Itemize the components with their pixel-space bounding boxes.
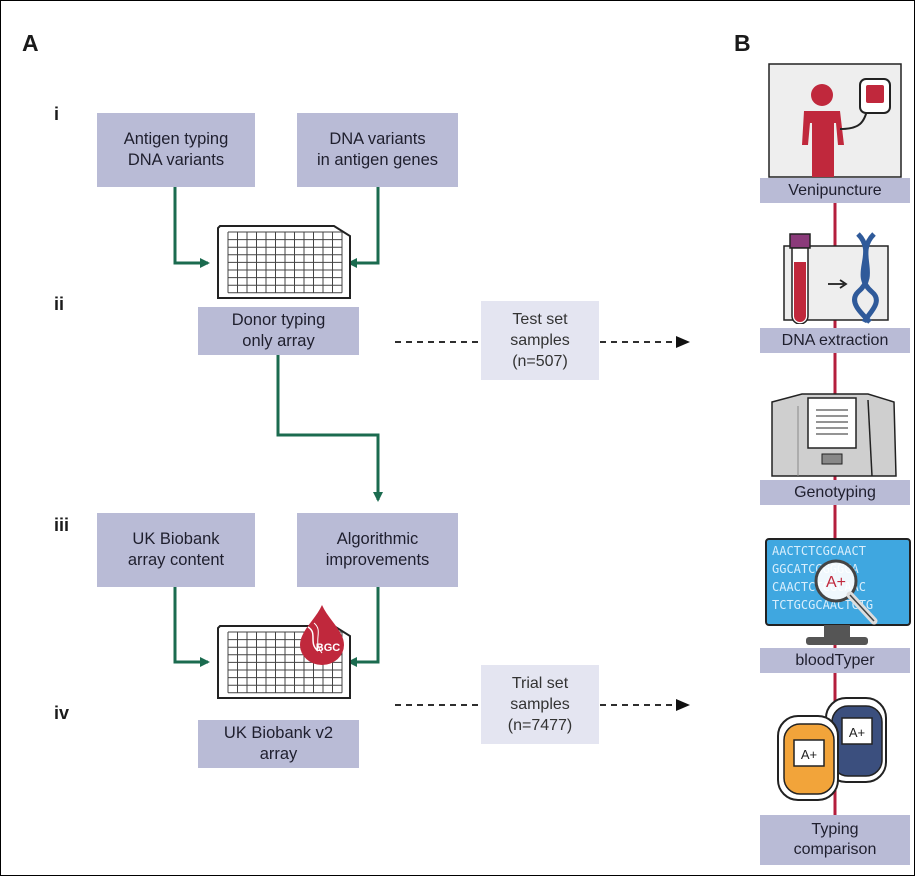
test-set-samples-box: Test set samples (n=507) (481, 301, 599, 380)
uk-biobank-v2-box: UK Biobank v2 array (198, 720, 359, 768)
bgc-logo-text: BGC (316, 642, 341, 654)
bgc-logo-icon: BGC (300, 605, 344, 665)
sequence-line: AACTCTCGCAACT (772, 544, 866, 558)
uk-biobank-content-box: UK Biobank array content (97, 513, 255, 587)
algorithmic-improvements-box: Algorithmic improvements (297, 513, 458, 587)
venipuncture-icon (768, 63, 902, 178)
venipuncture-label: Venipuncture (760, 178, 910, 203)
trial-set-samples-box: Trial set samples (n=7477) (481, 665, 599, 744)
typing-comparison-label: Typing comparison (760, 815, 910, 865)
genotyping-machine-icon (771, 393, 897, 477)
typing-comparison-icon: A+ A+ (777, 697, 887, 801)
dna-extraction-icon (783, 232, 889, 324)
step-iii-label: iii (54, 515, 70, 535)
bloodtyper-blood-type: A+ (826, 574, 846, 591)
dna-variants-box: DNA variants in antigen genes (297, 113, 458, 187)
arrow-variants-to-chip (347, 187, 380, 268)
antigen-typing-box: Antigen typing DNA variants (97, 113, 255, 187)
panel-a-label: A (22, 30, 39, 56)
arrow-antigen-to-chip (173, 187, 210, 268)
panel-b-label: B (734, 30, 751, 56)
sequence-line: TCTGCGCAACTCTG (772, 598, 873, 612)
step-ii-label: ii (54, 294, 65, 314)
genotyping-label: Genotyping (760, 480, 910, 505)
step-i-label: i (54, 104, 60, 124)
microarray-chip-icon (217, 225, 351, 299)
dna-extraction-label: DNA extraction (760, 328, 910, 353)
bloodtyper-monitor-icon: AACTCTCGCAACTGGCATCGGGGCACAACTCTCGCAACTC… (765, 538, 911, 645)
bloodtyper-label: bloodTyper (760, 648, 910, 673)
arrow-biobank-to-chip (173, 587, 210, 667)
donor-typing-box: Donor typing only array (198, 307, 359, 355)
arrow-donor-to-algorithmic (276, 355, 383, 502)
step-iv-label: iv (54, 703, 70, 723)
typing-comparison-type-right: A+ (849, 725, 865, 740)
arrow-algorithmic-to-chip (347, 587, 380, 667)
typing-comparison-type-left: A+ (801, 747, 817, 762)
